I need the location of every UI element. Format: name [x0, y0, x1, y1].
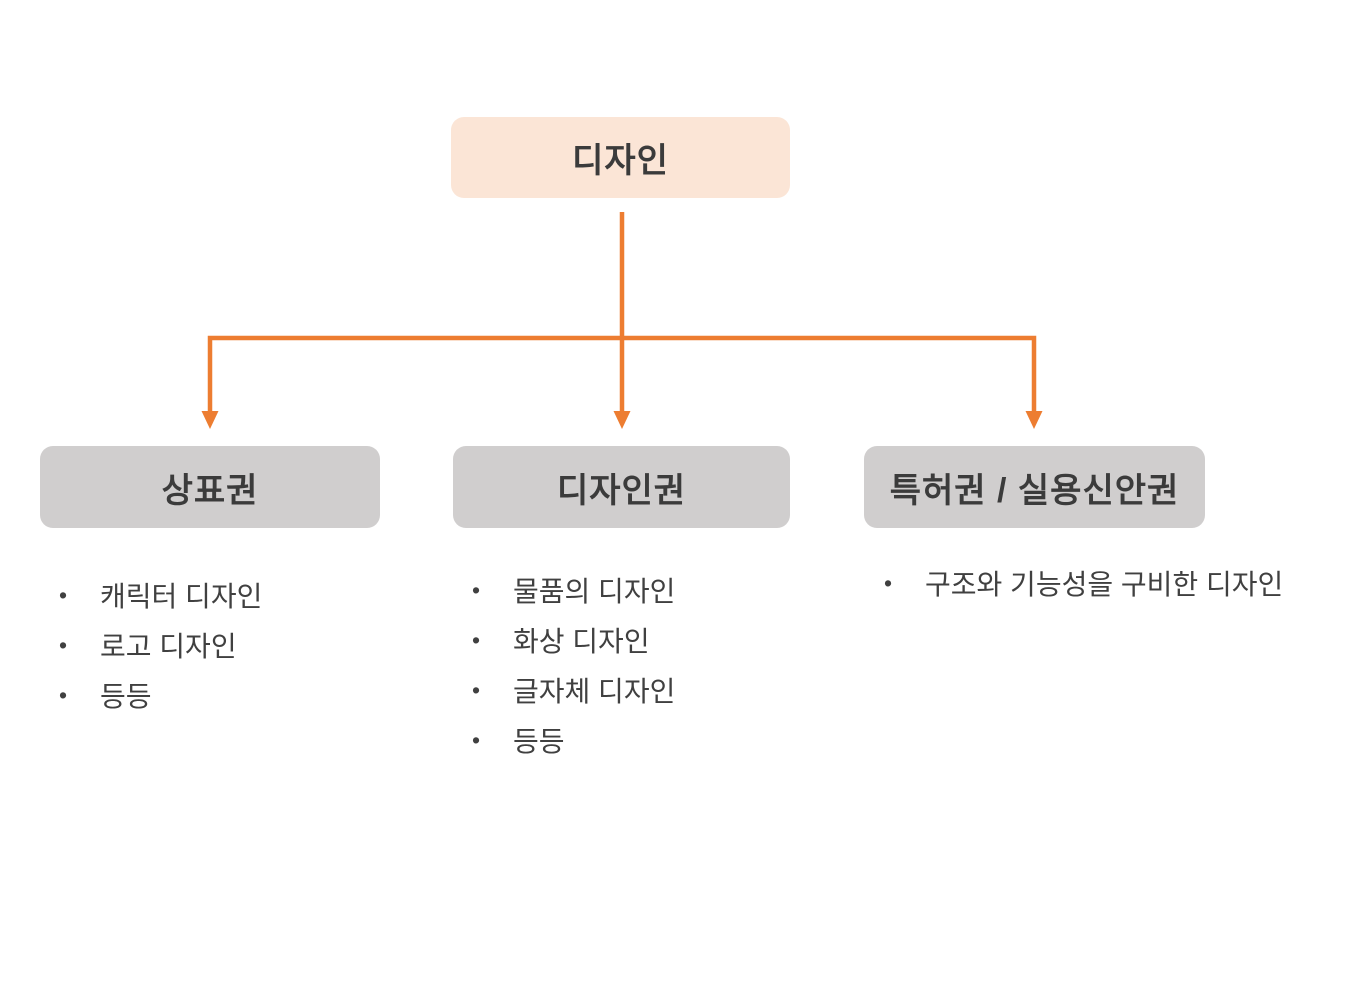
list-item-text: 캐릭터 디자인 [100, 581, 263, 612]
bullet-icon: • [472, 576, 481, 603]
arrowhead-right [1025, 411, 1043, 429]
bullet-icon: • [59, 581, 68, 608]
bullet-icon: • [59, 681, 68, 708]
arrowhead-middle [613, 411, 631, 429]
list-item-text: 로고 디자인 [100, 631, 237, 662]
branch-node-patent: 특허권 / 실용신안권 [864, 446, 1205, 528]
patent-examples-list: • 구조와 기능성을 구비한 디자인 [882, 558, 1283, 608]
list-item-text: 등등 [513, 726, 565, 757]
bullet-icon: • [472, 726, 481, 753]
list-item: • 글자체 디자인 [470, 665, 675, 715]
branch-node-trademark: 상표권 [40, 446, 380, 528]
list-item-text: 구조와 기능성을 구비한 디자인 [925, 569, 1284, 600]
list-item: • 등등 [470, 715, 675, 765]
design-right-examples-list: • 물품의 디자인 • 화상 디자인 • 글자체 디자인 • 등등 [470, 565, 675, 765]
list-item: • 구조와 기능성을 구비한 디자인 [882, 558, 1283, 608]
bullet-icon: • [472, 626, 481, 653]
list-item: • 등등 [57, 670, 262, 720]
branch-node-design-right: 디자인권 [453, 446, 790, 528]
list-item: • 화상 디자인 [470, 615, 675, 665]
list-item: • 로고 디자인 [57, 620, 262, 670]
bullet-icon: • [472, 676, 481, 703]
list-item-text: 물품의 디자인 [513, 576, 676, 607]
root-node-label: 디자인 [572, 142, 669, 180]
arrowhead-left [201, 411, 219, 429]
bullet-icon: • [884, 569, 893, 596]
list-item-text: 글자체 디자인 [513, 676, 676, 707]
bullet-icon: • [59, 631, 68, 658]
tree-cross-bar [207, 335, 1037, 413]
trademark-examples-list: • 캐릭터 디자인 • 로고 디자인 • 등등 [57, 570, 262, 720]
root-node-design: 디자인 [451, 117, 790, 198]
branch-node-patent-label: 특허권 / 실용신안권 [889, 471, 1180, 510]
list-item: • 캐릭터 디자인 [57, 570, 262, 620]
list-item-text: 화상 디자인 [513, 626, 650, 657]
branch-node-trademark-label: 상표권 [161, 471, 259, 510]
branch-node-design-right-label: 디자인권 [556, 471, 687, 510]
list-item: • 물품의 디자인 [470, 565, 675, 615]
list-item-text: 등등 [100, 681, 152, 712]
